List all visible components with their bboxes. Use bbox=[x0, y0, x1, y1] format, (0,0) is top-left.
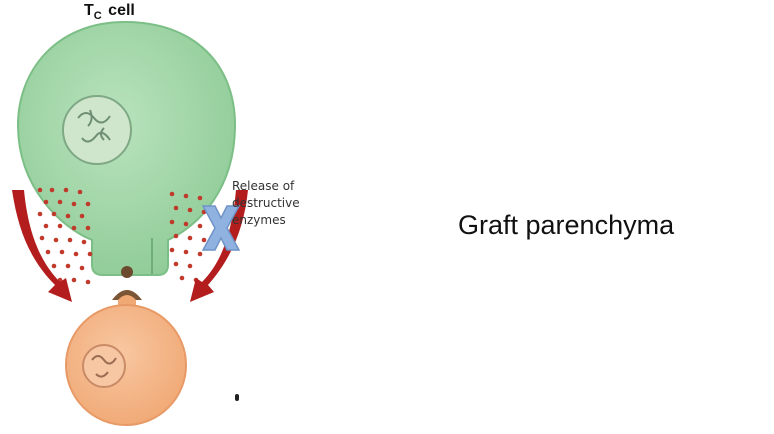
tc-nucleus bbox=[63, 96, 131, 164]
stray-mark bbox=[235, 394, 239, 401]
enzyme-release-label: Release of destructive enzymes bbox=[232, 178, 300, 229]
target-nucleus bbox=[83, 345, 125, 387]
graft-parenchyma-label: Graft parenchyma bbox=[458, 210, 674, 241]
target-cell bbox=[66, 295, 186, 425]
tc-cell-title: TC cell bbox=[84, 2, 135, 22]
